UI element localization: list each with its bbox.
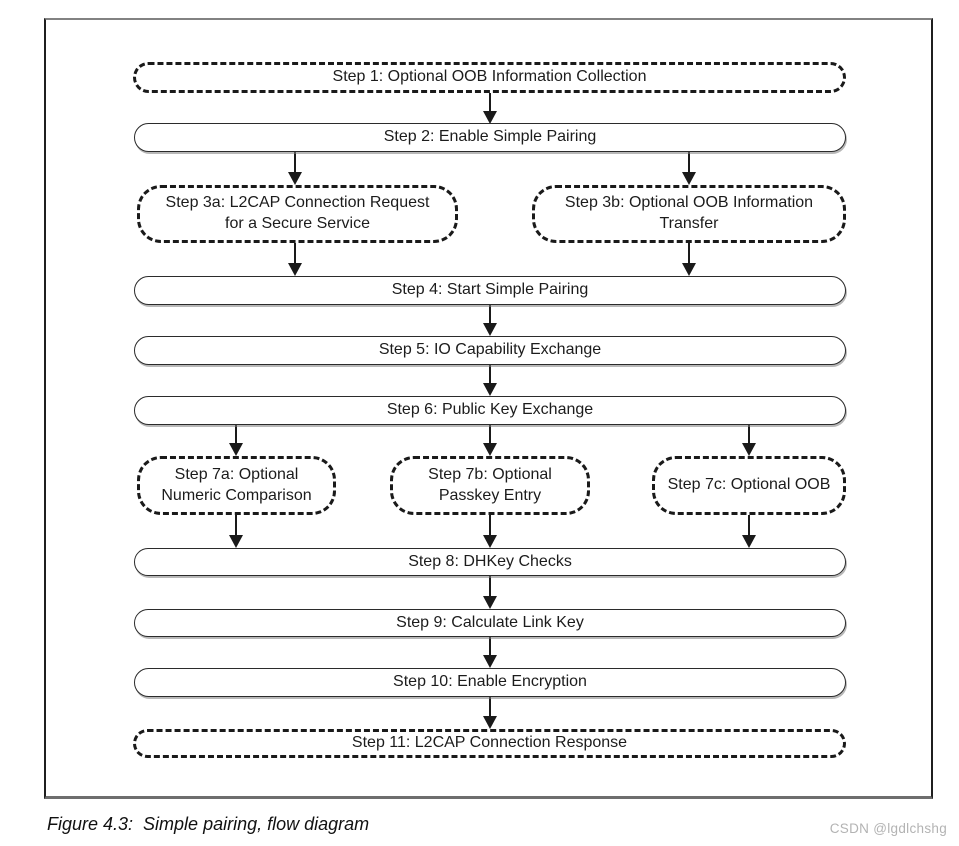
arrow-step-4-to-step-5 <box>483 305 497 336</box>
node-step-7c: Step 7c: Optional OOB <box>652 456 846 515</box>
arrow-step-8-to-step-9 <box>483 576 497 609</box>
arrow-step-3a-to-step-4 <box>288 243 302 276</box>
arrow-step-10-to-step-11 <box>483 697 497 729</box>
figure-caption: Figure 4.3: Simple pairing, flow diagram <box>47 814 370 834</box>
node-step-3a: Step 3a: L2CAP Connection Request for a … <box>137 185 458 243</box>
node-step-3b: Step 3b: Optional OOB Information Transf… <box>532 185 846 243</box>
arrow-step-6-to-step-7b <box>483 425 497 456</box>
node-step-9: Step 9: Calculate Link Key <box>134 609 846 637</box>
node-step-5: Step 5: IO Capability Exchange <box>134 336 846 365</box>
node-step-2: Step 2: Enable Simple Pairing <box>134 123 846 152</box>
arrow-step-3b-to-step-4 <box>682 243 696 276</box>
node-step-1: Step 1: Optional OOB Information Collect… <box>133 62 846 93</box>
arrow-step-7b-to-step-8 <box>483 515 497 548</box>
node-step-6: Step 6: Public Key Exchange <box>134 396 846 425</box>
arrow-step-7a-to-step-8 <box>229 515 243 548</box>
arrow-step-6-to-step-7c <box>742 425 756 456</box>
node-step-4: Step 4: Start Simple Pairing <box>134 276 846 305</box>
arrow-step-6-to-step-7a <box>229 425 243 456</box>
arrow-step-2-to-step-3a <box>288 152 302 185</box>
node-step-11: Step 11: L2CAP Connection Response <box>133 729 846 758</box>
node-step-7a: Step 7a: Optional Numeric Comparison <box>137 456 336 515</box>
arrow-step-7c-to-step-8 <box>742 515 756 548</box>
arrow-step-1-to-step-2 <box>483 93 497 124</box>
node-step-10: Step 10: Enable Encryption <box>134 668 846 697</box>
node-step-8: Step 8: DHKey Checks <box>134 548 846 576</box>
watermark-text: CSDN @lgdlchshg <box>829 821 947 836</box>
arrow-step-2-to-step-3b <box>682 152 696 185</box>
arrow-step-5-to-step-6 <box>483 365 497 396</box>
node-step-7b: Step 7b: Optional Passkey Entry <box>390 456 590 515</box>
arrow-step-9-to-step-10 <box>483 637 497 668</box>
